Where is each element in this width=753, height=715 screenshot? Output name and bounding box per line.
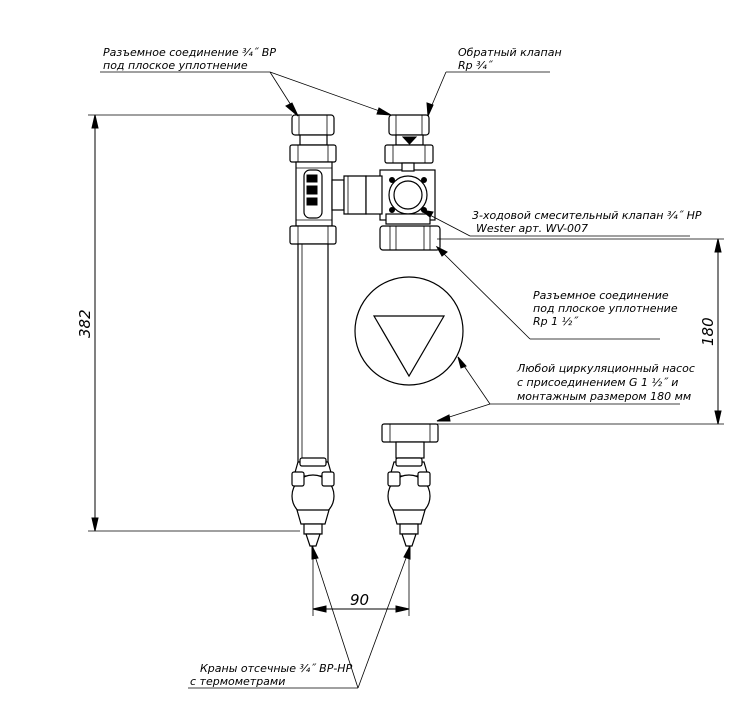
dim-382-label: 382 (76, 309, 94, 338)
label-pump: Любой циркуляционный насос с присоединен… (516, 362, 695, 403)
flow-arrow-icon (401, 136, 418, 145)
dimension-382: 382 (76, 114, 300, 532)
dimension-180: 180 (437, 238, 724, 425)
label-check-valve-line1: Обратный клапан (458, 46, 562, 59)
label-check-valve-line2: Rp ¾˝ (458, 59, 494, 72)
label-union-pump-line3: Rp 1 ½˝ (533, 315, 579, 328)
label-union-top-line1: Разъемное соединение ¾˝ ВР (103, 46, 276, 59)
label-pump-line2: с присоединением G 1 ½˝ и (517, 376, 678, 389)
dimension-90: 90 (312, 546, 410, 616)
label-pump-line1: Любой циркуляционный насос (516, 362, 695, 375)
label-ball-valves: Краны отсечные ¾˝ ВР-НР с термометрами (190, 662, 353, 688)
label-ball-valves-line1: Краны отсечные ¾˝ ВР-НР (200, 662, 353, 675)
label-ball-valves-line2: с термометрами (190, 675, 285, 688)
label-union-top-line2: под плоское уплотнение (103, 59, 248, 72)
dim-180-label: 180 (699, 317, 717, 346)
right-pipe-assembly (354, 114, 464, 547)
label-union-pump-line1: Разъемное соединение (533, 289, 669, 302)
dim-90-label: 90 (350, 591, 369, 609)
label-union-pump-line2: под плоское уплотнение (533, 302, 678, 315)
label-mixing-valve-line2: Wester арт. WV-007 (476, 222, 588, 235)
pump-triangle-icon (372, 315, 446, 378)
label-check-valve: Обратный клапан Rp ¾˝ (458, 46, 562, 72)
left-pipe-assembly (289, 114, 367, 547)
label-union-pump: Разъемное соединение под плоское уплотне… (533, 289, 678, 328)
label-pump-line3: монтажным размером 180 мм (517, 390, 691, 403)
label-mixing-valve-line1: 3-ходовой смесительный клапан ¾˝ НР (472, 209, 702, 222)
leader-lines (100, 71, 690, 689)
label-union-top: Разъемное соединение ¾˝ ВР под плоское у… (103, 46, 276, 72)
label-mixing-valve: 3-ходовой смесительный клапан ¾˝ НР West… (472, 209, 702, 235)
